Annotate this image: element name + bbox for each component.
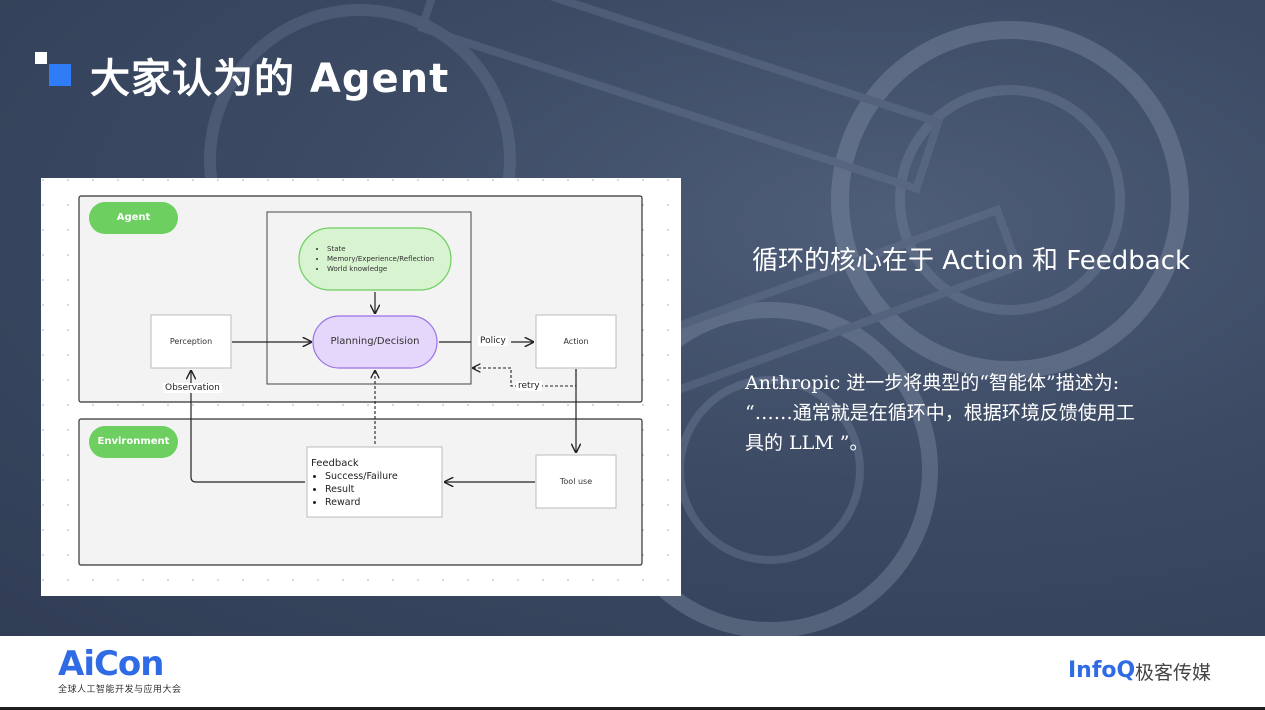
- agent-tag: Agent: [89, 202, 178, 234]
- state-item: State: [327, 244, 434, 254]
- quote-line: “……通常就是在循环中，根据环境反馈使用工: [745, 402, 1135, 424]
- observation-label: Observation: [163, 383, 222, 393]
- state-item: Memory/Experience/Reflection: [327, 254, 434, 264]
- quote-line: 具的 LLM ”。: [745, 432, 869, 454]
- perception-node: [150, 314, 232, 369]
- tool-use-label: Tool use: [559, 477, 593, 486]
- action-label: Action: [563, 337, 589, 346]
- retry-label: retry: [516, 381, 542, 391]
- aicon-subtitle: 全球人工智能开发与应用大会: [58, 685, 182, 695]
- anthropic-quote: Anthropic 进一步将典型的“智能体”描述为: “……通常就是在循环中，根…: [745, 368, 1205, 458]
- planning-label: Planning/Decision: [330, 336, 420, 347]
- feedback-title: Feedback: [311, 458, 359, 469]
- agent-loop-diagram: Agent Environment State Memory/Experienc…: [41, 178, 681, 596]
- state-item: World knowledge: [327, 264, 434, 274]
- title-bullet-icon: [35, 52, 71, 86]
- quote-line: Anthropic 进一步将典型的“智能体”描述为:: [745, 372, 1120, 394]
- slide-title: 大家认为的 Agent: [90, 56, 450, 102]
- slide: 大家认为的 Agent: [0, 0, 1265, 636]
- planning-node: [312, 315, 438, 369]
- feedback-item: Reward: [325, 496, 398, 509]
- feedback-node: [306, 446, 443, 518]
- feedback-item: Result: [325, 483, 398, 496]
- footer: AiCon 全球人工智能开发与应用大会 InfoQ 极客传媒: [0, 636, 1265, 710]
- action-node: [535, 314, 617, 369]
- infoq-logo: InfoQ: [1068, 658, 1136, 683]
- infoq-brand-name: 极客传媒: [1135, 662, 1212, 684]
- background-engine-image: [204, 0, 1189, 636]
- feedback-list: Success/Failure Result Reward: [313, 470, 398, 509]
- footer-divider: [0, 707, 1265, 710]
- policy-label: Policy: [478, 336, 508, 346]
- state-list: State Memory/Experience/Reflection World…: [315, 244, 434, 274]
- perception-label: Perception: [169, 337, 213, 346]
- aicon-logo: AiCon: [58, 644, 164, 684]
- tool-use-node: [535, 454, 617, 509]
- feedback-item: Success/Failure: [325, 470, 398, 483]
- environment-tag: Environment: [89, 426, 178, 458]
- side-heading: 循环的核心在于 Action 和 Feedback: [752, 246, 1191, 276]
- state-node: [298, 227, 452, 291]
